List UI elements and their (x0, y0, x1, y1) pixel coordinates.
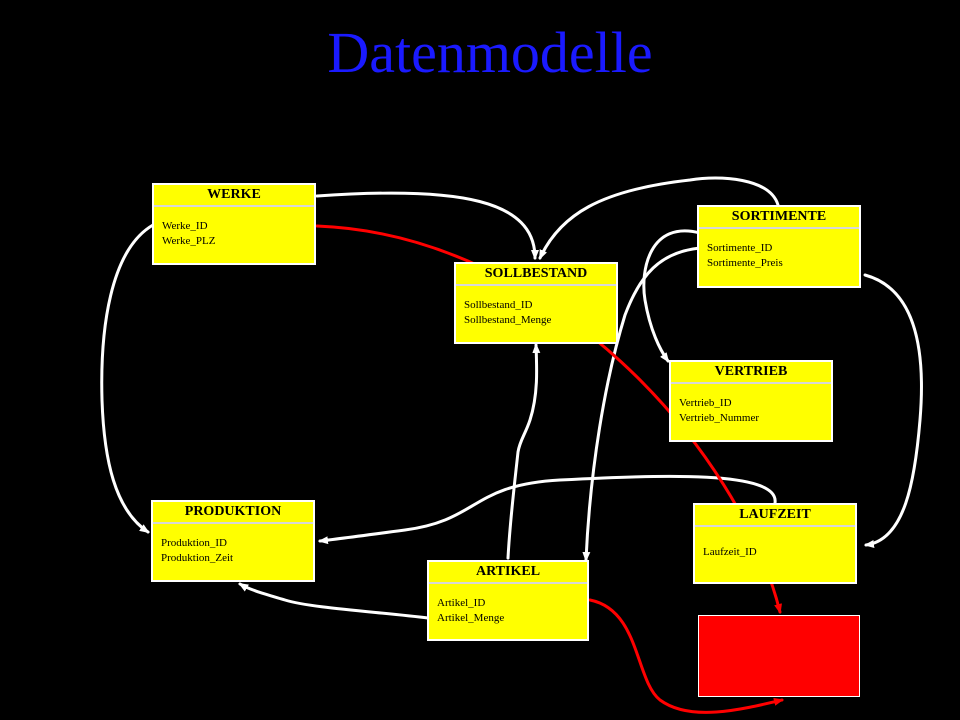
entity-vertrieb-title: VERTRIEB (671, 362, 831, 384)
entity-sollbestand-fields: Sollbestand_ID Sollbestand_Menge (456, 286, 616, 328)
link-sortimente-laufzeit (863, 273, 923, 548)
entity-field: Vertrieb_Nummer (679, 412, 760, 424)
link-sortimente-artikel (582, 246, 702, 562)
page-title: Datenmodelle (327, 20, 653, 85)
highlight-box (698, 615, 860, 697)
entity-werke: WERKE Werke_ID Werke_PLZ (152, 183, 316, 265)
entity-werke-title: WERKE (154, 185, 314, 207)
entity-field: Produktion_ID (161, 537, 227, 549)
entity-werke-fields: Werke_ID Werke_PLZ (154, 207, 314, 249)
entity-vertrieb-fields: Vertrieb_ID Vertrieb_Nummer (671, 384, 831, 426)
entity-laufzeit-title: LAUFZEIT (695, 505, 855, 527)
entity-sollbestand: SOLLBESTAND Sollbestand_ID Sollbestand_M… (454, 262, 618, 344)
link-sortimente-vertrieb (642, 229, 702, 363)
entity-sollbestand-title: SOLLBESTAND (456, 264, 616, 286)
entity-sortimente-title: SORTIMENTE (699, 207, 859, 229)
entity-field: Produktion_Zeit (161, 552, 234, 564)
entity-artikel-fields: Artikel_ID Artikel_Menge (429, 584, 587, 626)
link-werke-produktion (100, 223, 155, 534)
entity-produktion-title: PRODUKTION (153, 502, 313, 524)
entity-field: Werke_PLZ (162, 235, 216, 247)
entity-field: Laufzeit_ID (703, 546, 757, 558)
entity-field: Sortimente_ID (707, 242, 773, 254)
entity-produktion: PRODUKTION Produktion_ID Produktion_Zeit (151, 500, 315, 582)
entity-field: Werke_ID (162, 220, 208, 232)
entity-field: Artikel_Menge (437, 612, 505, 624)
entity-produktion-fields: Produktion_ID Produktion_Zeit (153, 524, 313, 566)
entity-field: Vertrieb_ID (679, 397, 732, 409)
entity-artikel: ARTIKEL Artikel_ID Artikel_Menge (427, 560, 589, 641)
entity-field: Sortimente_Preis (707, 257, 783, 269)
entity-sortimente-fields: Sortimente_ID Sortimente_Preis (699, 229, 859, 271)
entity-field: Sollbestand_Menge (464, 314, 552, 326)
link-artikel-sollbestand (506, 343, 541, 560)
entity-field: Sollbestand_ID (464, 299, 533, 311)
link-sortimente-sollbestand (538, 176, 780, 260)
link-laufzeit-produktion (318, 474, 777, 545)
entity-laufzeit: LAUFZEIT Laufzeit_ID (693, 503, 857, 584)
entity-vertrieb: VERTRIEB Vertrieb_ID Vertrieb_Nummer (669, 360, 833, 442)
entity-sortimente: SORTIMENTE Sortimente_ID Sortimente_Prei… (697, 205, 861, 288)
entity-field: Artikel_ID (437, 597, 486, 609)
entity-artikel-title: ARTIKEL (429, 562, 587, 584)
link-werke-sollbestand (315, 191, 539, 260)
link-artikel-produktion (238, 582, 430, 620)
entity-laufzeit-fields: Laufzeit_ID (695, 527, 855, 560)
link-artikel-redbox (588, 598, 784, 714)
